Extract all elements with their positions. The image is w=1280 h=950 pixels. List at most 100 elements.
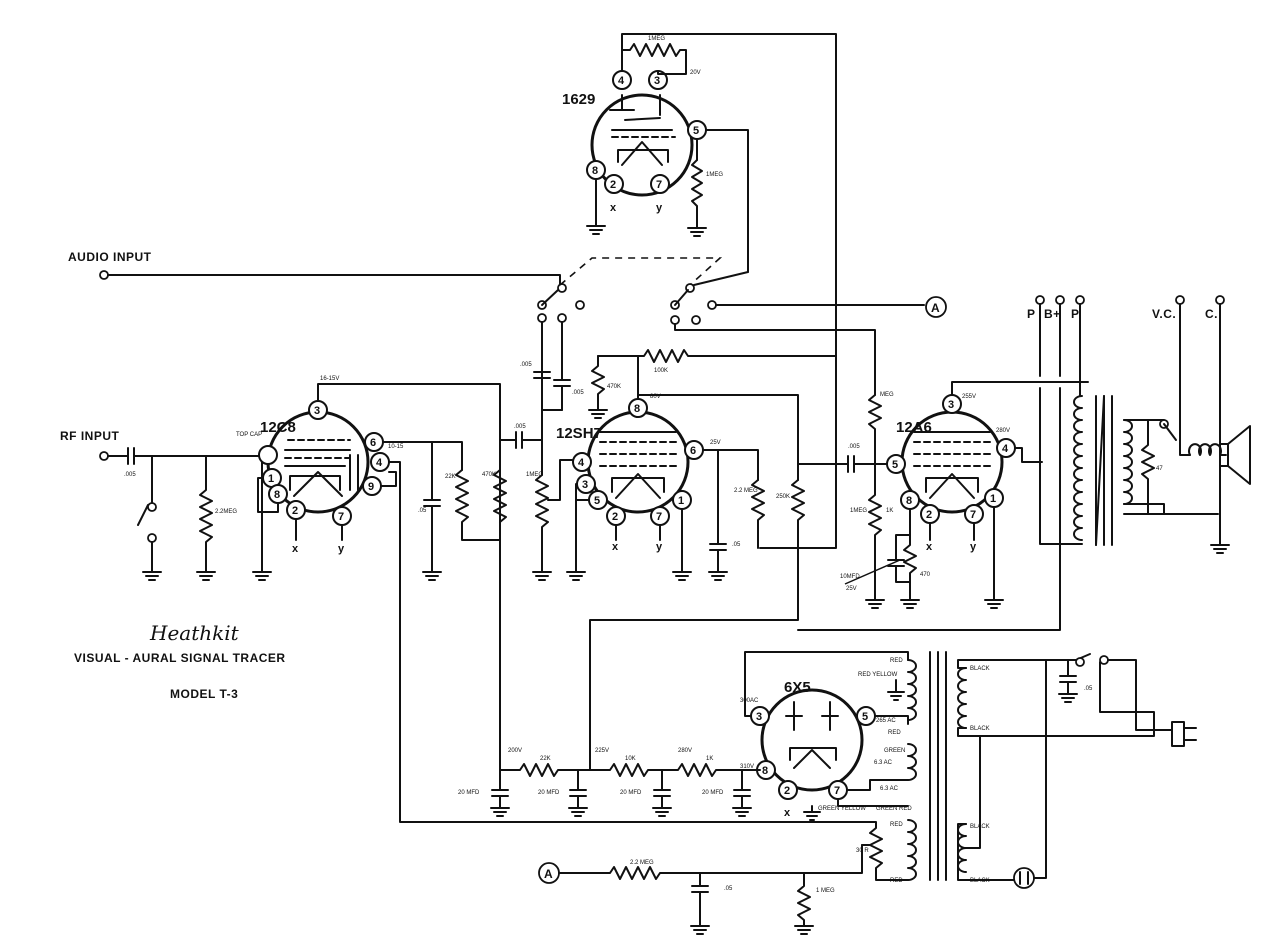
label-1meg-vol: 1MEG: [526, 472, 543, 478]
label-12c8-plate-v: 16-15V: [320, 376, 339, 382]
label-audio-input: AUDIO INPUT: [68, 250, 152, 264]
pin-12a6-x: x: [926, 541, 933, 553]
label-cap-005e: .005: [848, 444, 860, 450]
label-10-15: 10-15: [388, 444, 404, 450]
pin-label-1629-2: 2: [610, 179, 616, 191]
brand-logo: Heathkit: [149, 621, 240, 645]
pin-label-12c8-1: 1: [268, 473, 274, 485]
terminal-c: [1215, 295, 1225, 305]
rf-input-terminal: [99, 451, 109, 461]
pin-12sh7-x: x: [612, 541, 619, 553]
label-green: GREEN: [884, 748, 905, 754]
tube-12c8-topcap: [258, 445, 278, 465]
label-1629-load-r: 1MEG: [706, 172, 723, 178]
pin-label-1629-7: 7: [656, 179, 662, 191]
terminal-a-top-label: A: [931, 301, 940, 315]
pin-1629-2: [604, 174, 624, 194]
pin-label-12c8-6: 6: [370, 437, 376, 449]
label-22k: 22K: [445, 474, 456, 480]
label-vc: V.C.: [1152, 307, 1176, 321]
terminal-a-bottom-label: A: [544, 867, 553, 881]
label-red-yellow: RED YELLOW: [858, 672, 898, 678]
terminal-vc: [1175, 295, 1185, 305]
pin-label-1629-8: 8: [592, 165, 598, 177]
label-470k-b: 470K: [607, 384, 621, 390]
switch-contact-d: [537, 313, 547, 323]
switch-contact-e: [557, 313, 567, 323]
label-p-1: P: [1027, 307, 1036, 321]
label-cap-005c: .005: [520, 362, 532, 368]
label-1k-b: 1K: [706, 756, 713, 762]
pin-label-12c8-2: 2: [292, 505, 298, 517]
pin-label-1629-3: 3: [654, 75, 660, 87]
label-25v: 25V: [710, 440, 721, 446]
pin-label-12c8-4: 4: [376, 457, 383, 469]
label-25v-b: 25V: [846, 586, 857, 592]
pin-label-12sh7-7: 7: [656, 511, 662, 523]
pin-label-12c8-7: 7: [338, 511, 344, 523]
pin-label-6x5-8: 8: [762, 765, 768, 777]
label-10k: 10K: [625, 756, 636, 762]
pin-label-12a6-1: 1: [990, 493, 996, 505]
pin-label-12sh7-5: 5: [594, 495, 600, 507]
power-transformer-primary: [957, 667, 967, 873]
product-name: VISUAL - AURAL SIGNAL TRACER: [74, 651, 286, 665]
pin-12sh7-y: y: [656, 541, 663, 553]
label-cap-005d: .005: [572, 390, 584, 396]
terminal-p1: [1035, 295, 1045, 305]
label-63ac-1: 6.3 AC: [874, 760, 893, 766]
resistor-1629-grid: [621, 43, 687, 75]
pin-label-12c8-8: 8: [274, 489, 280, 501]
label-63ac-2: 6.3 AC: [880, 786, 899, 792]
pin-label-12sh7-3: 3: [582, 479, 588, 491]
label-22k-b: 22K: [540, 756, 551, 762]
label-1meg-b: 1 MEG: [816, 888, 835, 894]
pin-label-6x5-5: 5: [862, 711, 868, 723]
label-cap-05a: .05: [418, 508, 427, 514]
pin-label-1629-4: 4: [618, 75, 625, 87]
speaker-icon: [1219, 425, 1251, 485]
pin-12a6-y: y: [970, 541, 977, 553]
tube-1629: [590, 93, 694, 197]
pin-label-6x5-3: 3: [756, 711, 762, 723]
label-20mfd-3: 20 MFD: [620, 790, 642, 796]
terminal-p2: [1075, 295, 1085, 305]
label-470: 470: [920, 572, 931, 578]
pin-label-12a6-2: 2: [926, 509, 932, 521]
label-200v: 200V: [508, 748, 522, 754]
label-cap-05c: .05: [724, 886, 733, 892]
label-black-1: BLACK: [970, 666, 990, 672]
label-250k: 250K: [776, 494, 790, 500]
label-cap-05b: .05: [732, 542, 741, 548]
tube-label-12c8: 12C8: [260, 419, 296, 436]
rf-switch-contact-2: [147, 533, 157, 543]
label-top-cap: TOP CAP: [236, 432, 262, 438]
tube-6x5: [760, 688, 864, 792]
tube-12c8: [266, 410, 370, 514]
label-10mfd: 10MFD: [840, 574, 860, 580]
label-p-2: P: [1071, 307, 1080, 321]
power-transformer-secondary: [907, 659, 917, 881]
pin-12c8-x: x: [292, 543, 299, 555]
terminal-a-top: [925, 296, 947, 318]
pin-label-1629-5: 5: [693, 125, 699, 137]
pin-label-12a6-5: 5: [892, 459, 898, 471]
label-47: 47: [1156, 466, 1163, 472]
label-meg: MEG: [880, 392, 894, 398]
terminal-b-plus: [1055, 295, 1065, 305]
label-green-red: GREEN RED: [876, 806, 912, 812]
label-20mfd-1: 20 MFD: [458, 790, 480, 796]
label-c: C.: [1205, 307, 1218, 321]
label-1meg-grid: 1MEG: [850, 508, 867, 514]
pin-6x5-2: [778, 780, 798, 800]
pin-label-12a6-3: 3: [948, 399, 954, 411]
label-rf-input: RF INPUT: [60, 429, 120, 443]
label-cap-05-line: .05: [1084, 686, 1093, 692]
pilot-lamp-icon: [1013, 867, 1035, 889]
pin-1629-x: x: [610, 202, 617, 214]
label-280v: 280V: [996, 428, 1010, 434]
pin-6x5-x: x: [784, 807, 791, 819]
pin-label-6x5-2: 2: [784, 785, 790, 797]
pin-12sh7-4: [572, 452, 592, 472]
